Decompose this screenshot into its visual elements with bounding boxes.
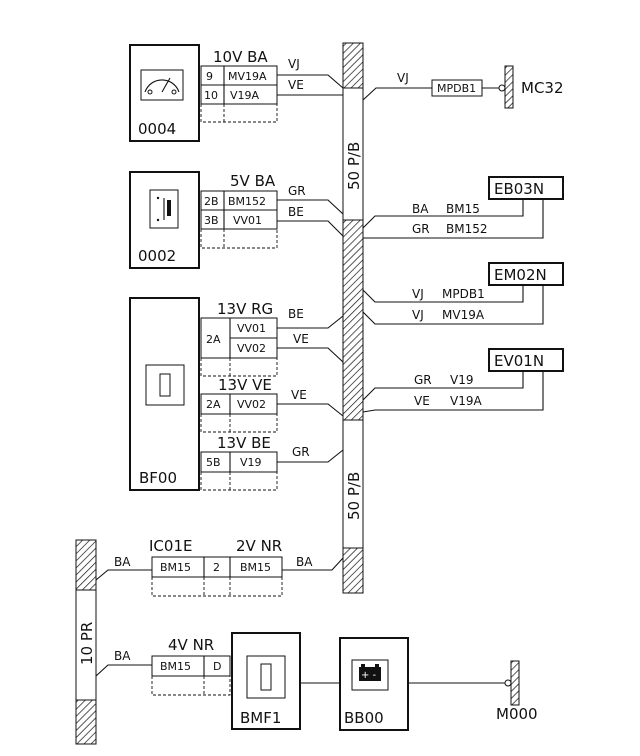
pin-0004-1: 9 [206, 70, 213, 83]
ground-mc32: VJ MPDB1 MC32 [362, 65, 564, 109]
ic01e-color-right: BA [296, 555, 313, 569]
eb03n-wire2-color: GR [412, 222, 430, 236]
wire-bf00-block2: VV02 [237, 398, 266, 411]
component-0002: 0002 5V BA 2B BM152 3B VV01 GR BE [129, 171, 306, 269]
em02n-wire1-color: VJ [412, 287, 424, 301]
connector-eb03n: EB03N BA BM15 GR BM152 [362, 176, 564, 239]
ev01n-name: EV01N [494, 352, 544, 370]
pin-0004-2: 10 [204, 89, 218, 102]
pin-bf00-block2: 2A [206, 398, 221, 411]
bmf1-pin: D [213, 660, 221, 673]
connector-bf00-block2: 13V VE [218, 376, 272, 394]
component-0004-name: 0004 [138, 120, 176, 138]
em02n-name: EM02N [494, 266, 547, 284]
bb00-name: BB00 [344, 709, 384, 727]
eb03n-wire1-color: BA [412, 202, 429, 216]
harness-10pr: 10 PR [75, 539, 97, 745]
color-bf00-block1-1: BE [288, 307, 304, 321]
ic01e-pin: 2 [213, 561, 220, 574]
ic01e-connector: 2V NR [236, 537, 282, 555]
ground-mc32-name: MC32 [521, 79, 564, 97]
bmf1-connector: 4V NR [168, 636, 214, 654]
wire-bf00-block1-1: VV01 [237, 322, 266, 335]
ic01e-wire-right: BM15 [240, 561, 271, 574]
ground-m000-name: M000 [496, 705, 538, 723]
ic01e-wire-left: BM15 [160, 561, 191, 574]
component-bf00-name: BF00 [139, 469, 177, 487]
fuse-icon-bmf1 [246, 655, 286, 699]
wire-0004-2: V19A [230, 89, 260, 102]
eb03n-wire2-code: BM152 [446, 222, 488, 236]
color-0004-1: VJ [288, 57, 300, 71]
component-bb00: + - BB00 [339, 637, 409, 731]
connector-0002-label: 5V BA [230, 172, 276, 190]
eb03n-name: EB03N [494, 180, 544, 198]
ic01e-color-left: BA [114, 555, 131, 569]
color-bf00-block2: VE [291, 388, 307, 402]
component-ic01e: IC01E 2V NR BM15 2 BM15 BA BA [114, 537, 313, 597]
battery-icon: + - [351, 659, 389, 691]
ev01n-wire2-color: VE [414, 394, 430, 408]
pin-0002-1: 2B [204, 195, 219, 208]
pin-bf00-block3: 5B [206, 456, 221, 469]
connector-bf00-block3: 13V BE [217, 434, 271, 452]
ev01n-wire2-code: V19A [450, 394, 482, 408]
component-bmf1: 4V NR BM15 D BA BMF1 [114, 632, 301, 730]
color-bf00-block1-2: VE [293, 332, 309, 346]
color-0002-1: GR [288, 184, 306, 198]
harness-label-left: 10 PR [78, 622, 96, 665]
harness-label-top: 50 P/B [345, 142, 363, 190]
component-bf00: BF00 13V RG 2A VV01 VV02 BE VE 13V VE 2A… [129, 297, 310, 491]
wire-bf00-block1-2: VV02 [237, 342, 266, 355]
ic01e-name: IC01E [149, 537, 192, 555]
component-0002-name: 0002 [138, 247, 176, 265]
mc32-wire-color: VJ [397, 71, 409, 85]
em02n-wire1-code: MPDB1 [442, 287, 485, 301]
mc32-wire-code: MPDB1 [437, 82, 476, 95]
eb03n-wire1-code: BM15 [446, 202, 480, 216]
bmf1-wire: BM15 [160, 660, 191, 673]
color-0002-2: BE [288, 205, 304, 219]
bmf1-color: BA [114, 649, 131, 663]
wire-0004-1: MV19A [228, 70, 267, 83]
harness-50pb-main: 50 P/B [342, 219, 364, 594]
pin-bf00-block1: 2A [206, 333, 221, 346]
wire-0002-1: BM152 [228, 195, 266, 208]
connector-em02n: EM02N VJ MPDB1 VJ MV19A [362, 262, 564, 325]
fuse-icon [145, 364, 185, 406]
connector-ev01n: EV01N GR V19 VE V19A [362, 348, 564, 413]
ev01n-wire1-color: GR [414, 373, 432, 387]
wire-0002-2: VV01 [233, 214, 262, 227]
bmf1-name: BMF1 [240, 709, 281, 727]
gauge-icon [140, 69, 184, 101]
pin-0002-2: 3B [204, 214, 219, 227]
em02n-wire2-code: MV19A [442, 308, 485, 322]
connector-bf00-block1: 13V RG [217, 300, 273, 318]
color-0004-2: VE [288, 78, 304, 92]
ground-m000: M000 [496, 660, 538, 723]
connector-0004-label: 10V BA [213, 48, 268, 66]
em02n-wire2-color: VJ [412, 308, 424, 322]
harness-50pb-top: 50 P/B [342, 42, 364, 221]
ev01n-wire1-code: V19 [450, 373, 473, 387]
wire-bf00-block3: V19 [240, 456, 262, 469]
harness-label-bottom: 50 P/B [345, 472, 363, 520]
battery-terminals: + - [361, 670, 377, 681]
switch-icon [149, 189, 179, 229]
color-bf00-block3: GR [292, 445, 310, 459]
component-0004: 0004 10V BA 9 MV19A 10 V19A VJ VE [129, 44, 304, 142]
